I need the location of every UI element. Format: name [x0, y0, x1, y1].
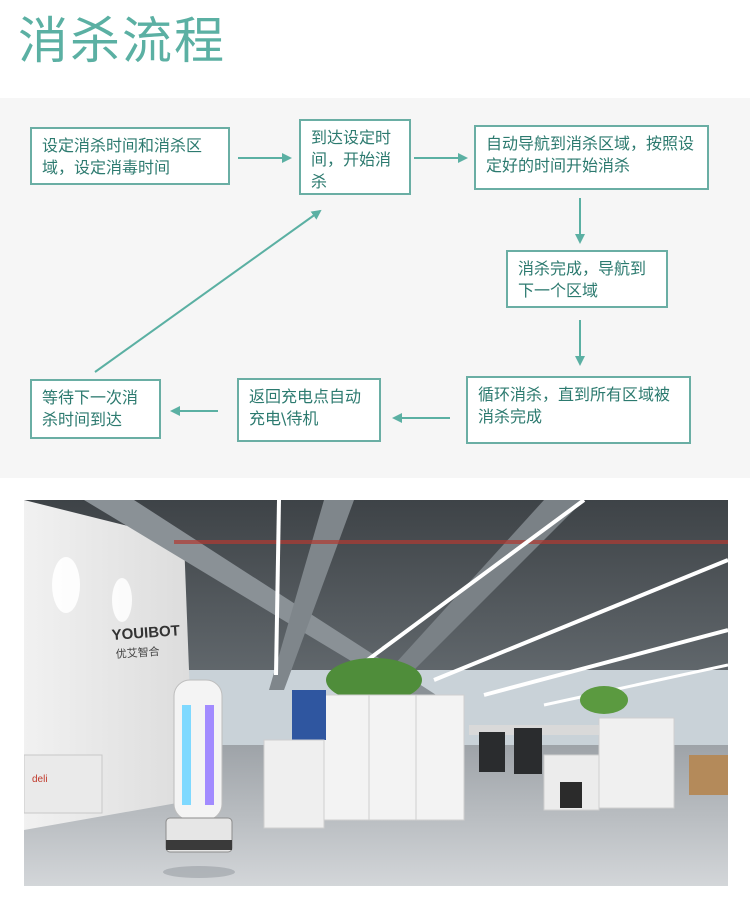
- storage-cabinet: [599, 718, 674, 808]
- robot-body: [174, 680, 222, 820]
- storage-cabinet: [264, 740, 324, 828]
- robot-bumper: [166, 840, 232, 850]
- office-chair: [479, 732, 505, 772]
- trash-bin: [560, 782, 582, 808]
- flow-arrows: [0, 0, 750, 500]
- ceiling-duct: [174, 540, 728, 544]
- blue-bin: [292, 690, 326, 740]
- equipment-brand: deli: [32, 774, 48, 785]
- wall-lamp: [112, 578, 132, 622]
- office-chair: [514, 728, 542, 774]
- uv-lamp: [205, 705, 214, 805]
- plant: [580, 686, 628, 714]
- office-robot-photo: YOUIBOT 优艾智合 deli: [24, 500, 728, 886]
- cardboard-box: [689, 755, 728, 795]
- arrow-7-to-2: [95, 211, 320, 372]
- storage-cabinet: [324, 695, 464, 820]
- robot-reflection: [163, 866, 235, 878]
- office-scene-illustration: YOUIBOT 优艾智合 deli: [24, 500, 728, 886]
- uv-lamp: [182, 705, 191, 805]
- wall-lamp: [52, 557, 80, 613]
